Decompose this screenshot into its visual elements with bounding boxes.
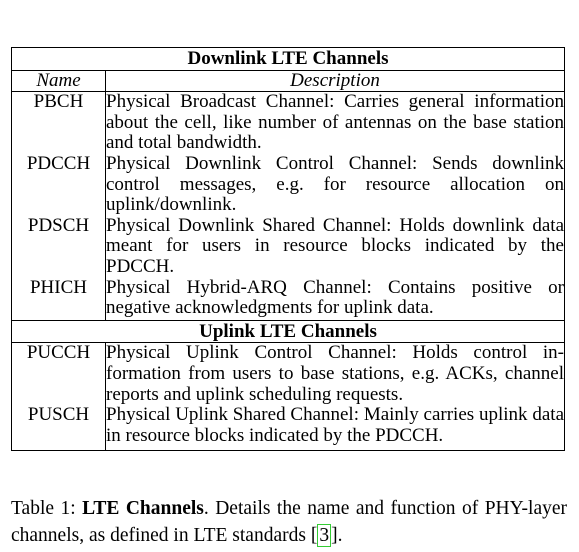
uplink-section-header: Uplink LTE Channels	[11, 319, 565, 344]
description-column-header: Description	[105, 70, 565, 93]
caption-prefix: Table 1:	[11, 498, 83, 519]
caption-label: LTE Channels	[82, 498, 204, 519]
name-column-header: Name	[11, 70, 106, 93]
downlink-section-header: Downlink LTE Channels	[11, 47, 565, 71]
channel-description: Physical Downlink Control Channel: Sends…	[105, 152, 565, 216]
downlink-title: Downlink LTE Channels	[11, 47, 565, 71]
table-row: PDCCH Physical Downlink Control Channel:…	[11, 152, 565, 216]
table-row: PHICH Physical Hybrid-ARQ Channel: Conta…	[11, 277, 565, 321]
channel-description: Physical Hybrid-ARQ Channel: Contains po…	[105, 277, 565, 321]
column-header-row: Name Description	[11, 70, 565, 93]
channel-description: Physical Downlink Shared Channel: Holds …	[105, 214, 565, 278]
lte-channels-table: Downlink LTE Channels Name Description P…	[11, 47, 565, 452]
channel-name: PUSCH	[11, 404, 106, 452]
caption-suffix: ].	[331, 525, 343, 546]
channel-description: Physical Broadcast Channel: Carries gene…	[105, 91, 565, 154]
channel-name: PDSCH	[11, 215, 106, 278]
table-caption: Table 1: LTE Channels. Details the name …	[11, 495, 567, 549]
table-row: PUSCH Physical Uplink Shared Channel: Ma…	[11, 404, 565, 452]
channel-name: PHICH	[11, 277, 106, 321]
uplink-title: Uplink LTE Channels	[11, 319, 565, 344]
table-row: PUCCH Physical Uplink Control Channel: H…	[11, 342, 565, 406]
caption-text: . Details the name and function of PHY-l…	[11, 498, 568, 546]
channel-name: PDCCH	[11, 153, 106, 216]
channel-name: PBCH	[11, 91, 106, 154]
channel-description: Physical Uplink Control Channel: Holds c…	[105, 342, 565, 406]
citation-link[interactable]: 3	[317, 524, 332, 547]
channel-description: Physical Uplink Shared Channel: Mainly c…	[105, 404, 565, 452]
table-row: PDSCH Physical Downlink Shared Channel: …	[11, 214, 565, 278]
table-row: PBCH Physical Broadcast Channel: Carries…	[11, 91, 565, 154]
channel-name: PUCCH	[11, 342, 106, 406]
